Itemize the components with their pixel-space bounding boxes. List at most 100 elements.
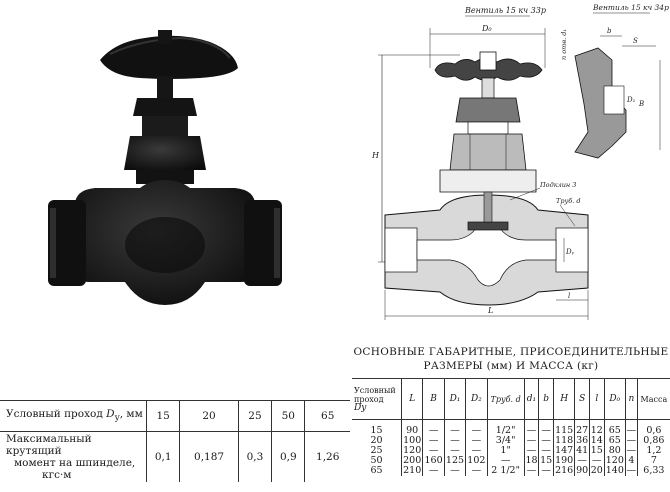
table-cell: 2 1/2"	[486, 466, 525, 476]
table-cell: 65	[603, 426, 626, 436]
torque-table: Условный проход Dу, мм 15 20 25 50 65 Ма…	[0, 400, 350, 482]
handwheel	[100, 30, 238, 79]
column-header: d₁	[523, 378, 539, 420]
table-cell: 160	[422, 455, 445, 466]
table-cell: 65	[370, 465, 383, 476]
dim-b: b	[607, 27, 612, 35]
column-header: b	[538, 378, 554, 420]
flange-detail: b S B D₁ n отв. d₁	[560, 12, 661, 159]
table-cell: 3/4"	[486, 436, 525, 446]
table-row: Максимальный крутящий момент на шпинделе…	[0, 431, 350, 482]
dim-n-otv: n отв. d₁	[560, 29, 568, 60]
table-cell: 80	[603, 446, 626, 456]
column-header: Труб. d	[486, 378, 525, 420]
table-cell: 15	[538, 455, 554, 466]
table-cell: 0,187	[179, 431, 239, 482]
table-cell: —	[538, 426, 554, 436]
spec-heading: ОСНОВНЫЕ ГАБАРИТНЫЕ, ПРИСОЕДИНИТЕЛЬНЫЕ Р…	[352, 345, 670, 373]
table-cell: —	[538, 436, 554, 446]
table-cell: 1,2	[636, 446, 670, 456]
table-cell: 140	[603, 465, 626, 476]
dim-s: S	[633, 37, 638, 45]
table-cell: 1/2"	[486, 426, 525, 436]
column-header: D₀	[603, 378, 626, 420]
table-cell: —	[625, 425, 638, 436]
table-cell: 147	[552, 445, 575, 456]
dim-dy: Dᵧ	[565, 248, 575, 256]
table-cell: 12	[588, 425, 605, 436]
table-cell: 15	[370, 425, 383, 436]
table-cell: 190	[552, 455, 575, 466]
table-cell: 15	[588, 445, 605, 456]
table-cell: —	[422, 436, 445, 446]
table-cell: 100	[400, 435, 423, 446]
table-cell: 20	[179, 400, 239, 432]
table-cell: 120	[400, 445, 423, 456]
table-cell: 6,33	[636, 466, 670, 476]
table-row: Условный проход Dу, мм 15 20 25 50 65	[0, 400, 350, 432]
table-cell: —	[523, 446, 539, 456]
label-valve-15kch33r: Вентиль 15 кч 33р	[464, 6, 546, 15]
table-cell: —	[625, 435, 638, 446]
table-cell: 1,26	[304, 431, 350, 482]
table-cell: —	[625, 465, 638, 476]
table-cell: 25	[370, 445, 383, 456]
table-cell: —	[588, 456, 605, 466]
label-trub: Труб. d	[556, 197, 581, 205]
table-cell: —	[625, 445, 638, 456]
table-cell: 102	[465, 455, 488, 466]
table-cell: 1"	[486, 446, 525, 456]
table-cell: 25	[237, 400, 272, 432]
dim-b-upper: B	[638, 100, 644, 108]
table-cell: —	[443, 446, 466, 456]
table-cell: 216	[552, 465, 575, 476]
table-cell: —	[523, 436, 539, 446]
table-cell: —	[538, 466, 554, 476]
table-cell: —	[465, 466, 488, 476]
spec-heading-line1: ОСНОВНЫЕ ГАБАРИТНЫЕ, ПРИСОЕДИНИТЕЛЬНЫЕ	[353, 346, 669, 358]
table-cell: —	[422, 466, 445, 476]
table-cell: 20	[588, 465, 605, 476]
table-cell: 0,9	[271, 431, 305, 482]
column-header: B	[422, 378, 445, 420]
table-cell: —	[443, 426, 466, 436]
column-header: Масса	[636, 378, 670, 420]
table-cell: 0,86	[636, 436, 670, 446]
table-cell: 65	[304, 400, 350, 432]
column-header: S	[574, 378, 590, 420]
dim-h: H	[371, 151, 380, 160]
table-cell: 41	[574, 445, 590, 456]
table-cell: 7	[636, 456, 670, 466]
table-cell: —	[443, 436, 466, 446]
table-cell: 0,6	[636, 426, 670, 436]
table-cell: 118	[552, 435, 575, 446]
table-cell: —	[486, 456, 525, 466]
spec-heading-line2: РАЗМЕРЫ (мм) И МАССА (кг)	[423, 360, 599, 372]
table-cell: 210	[400, 465, 423, 476]
table-cell: —	[523, 426, 539, 436]
table-cell: 120	[603, 455, 626, 466]
table-cell: —	[443, 466, 466, 476]
table-cell: 36	[574, 435, 590, 446]
table-cell: —	[523, 466, 539, 476]
table-cell: —	[422, 426, 445, 436]
table-cell: —	[422, 446, 445, 456]
column-header: l	[588, 378, 605, 420]
dim-d1: D₁	[626, 96, 636, 104]
dim-l-thread: l	[568, 292, 570, 300]
table-cell: —	[574, 456, 590, 466]
row-label-conditional-passage: Условный проход Dу, мм	[0, 400, 147, 432]
column-header-dy: Условный проход Dу	[352, 378, 402, 420]
valve-photo	[48, 30, 282, 305]
dimensions-table: Условный проход Dу L B D₁ D₂ Труб. d d₁ …	[352, 378, 670, 476]
table-cell: —	[465, 446, 488, 456]
table-cell: 90	[574, 465, 590, 476]
table-cell: 27	[574, 425, 590, 436]
table-cell: 0,1	[145, 431, 180, 482]
table-cell: 125	[443, 455, 466, 466]
column-header: D₁	[443, 378, 466, 420]
